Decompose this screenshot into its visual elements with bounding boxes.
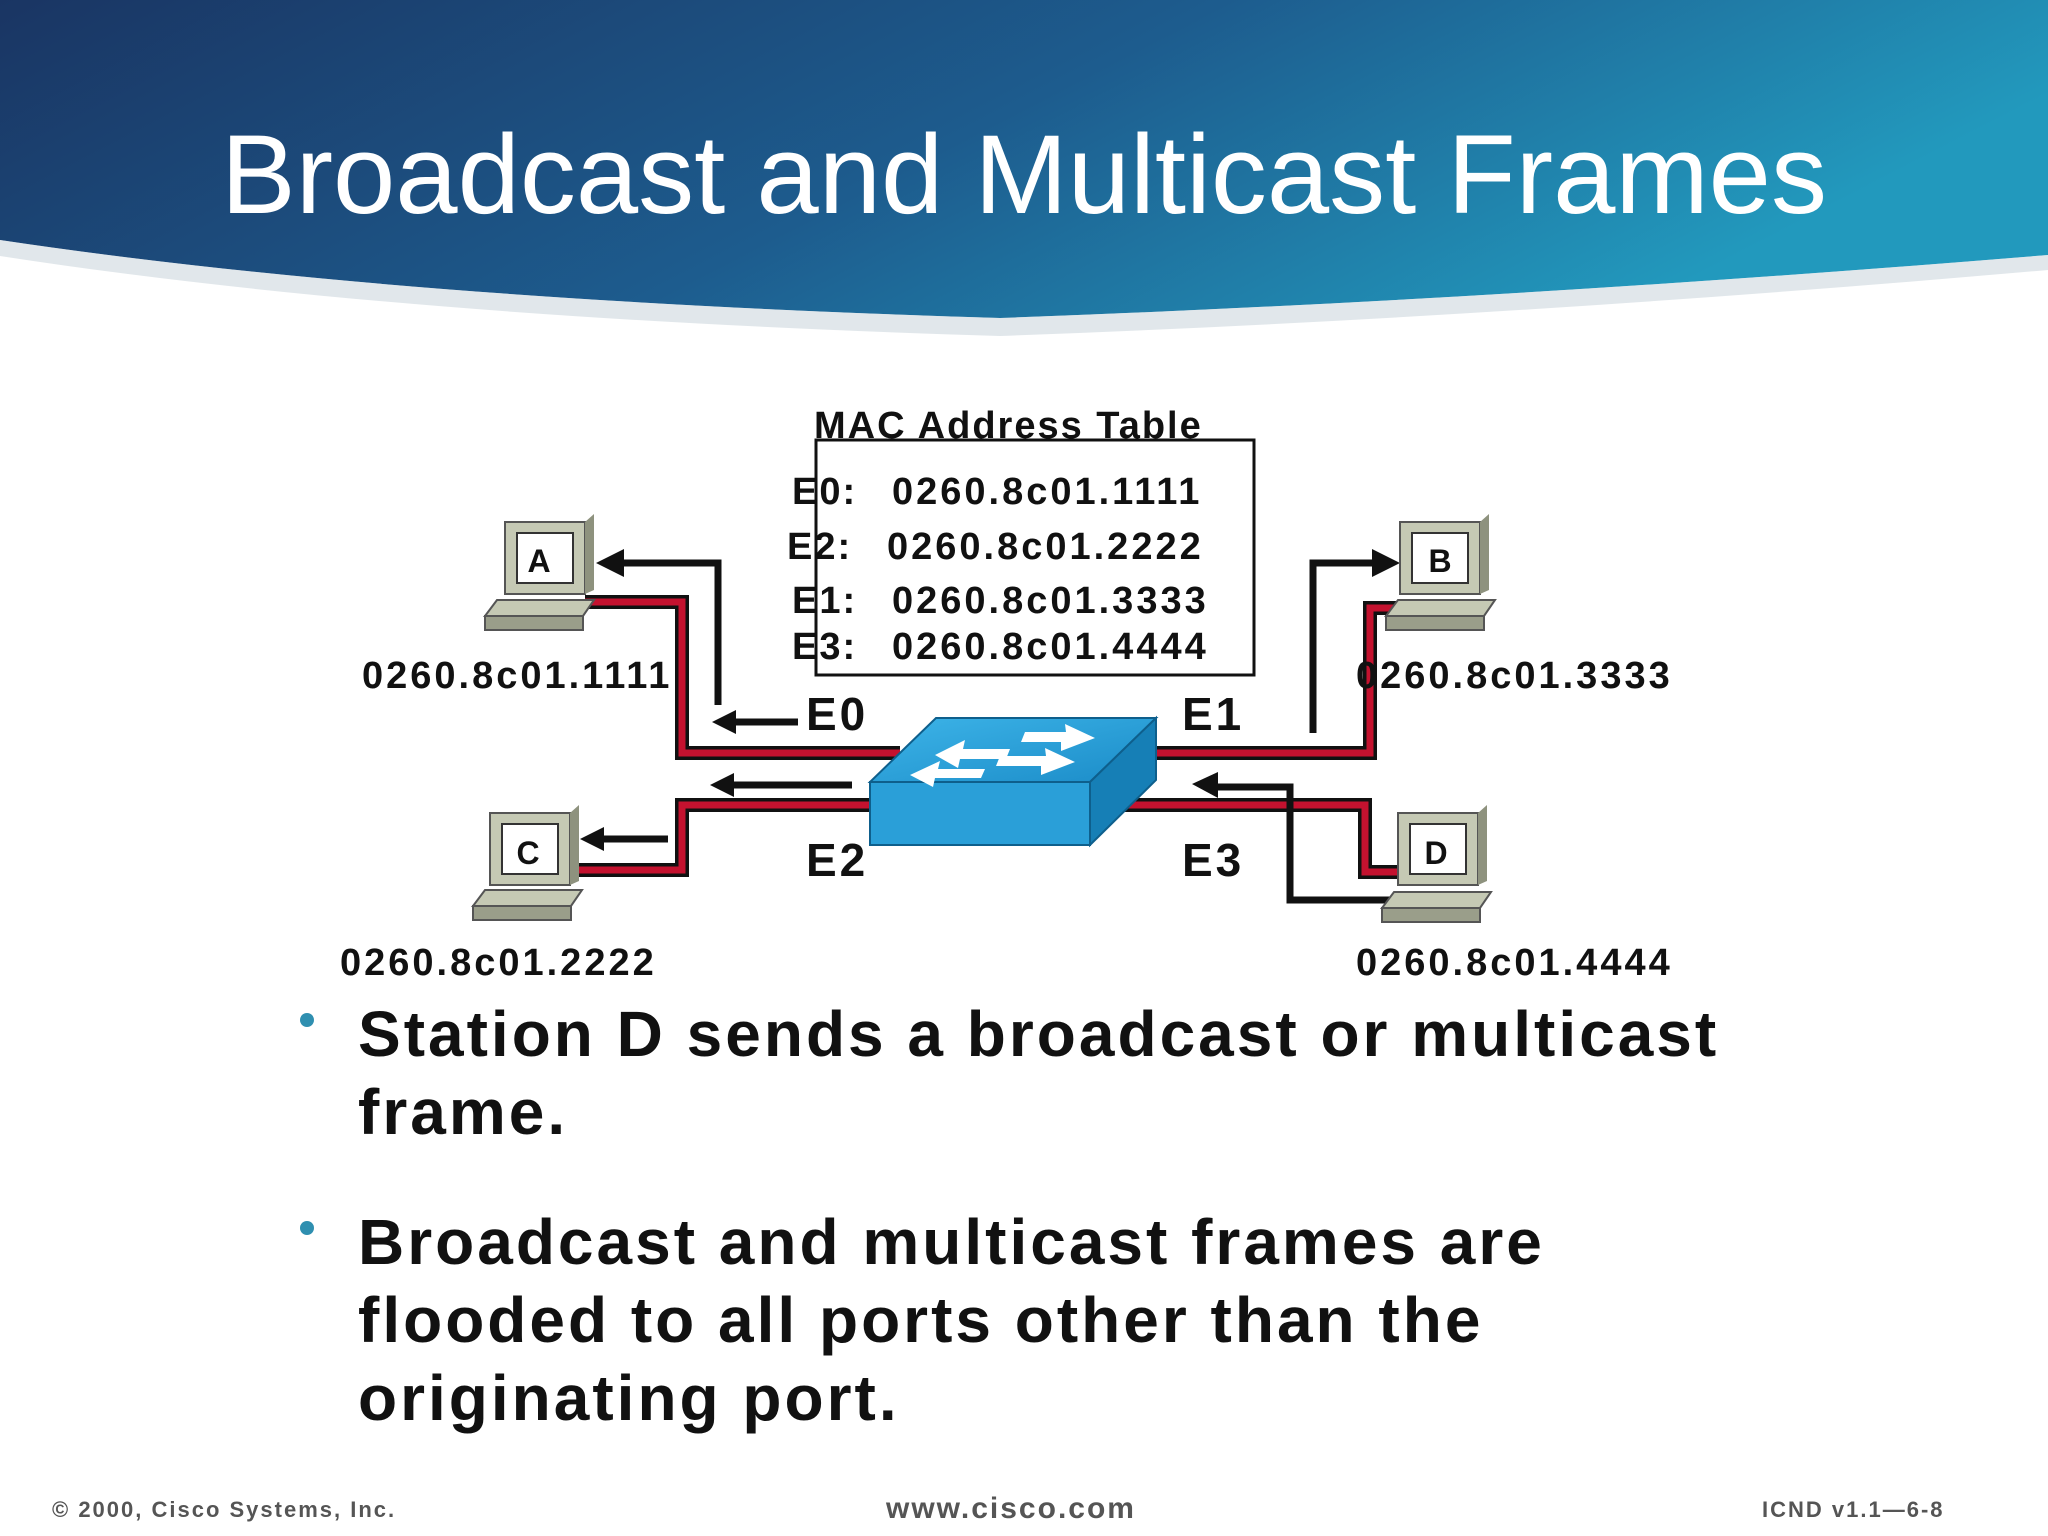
arrow-to-b bbox=[1309, 559, 1380, 733]
banner-edge-shadow bbox=[0, 240, 2048, 336]
title-banner bbox=[0, 0, 2048, 318]
footer-website: www.cisco.com bbox=[886, 1492, 1136, 1525]
bullet-line: Broadcast and multicast frames are bbox=[358, 1206, 1545, 1278]
station-c: C bbox=[471, 805, 584, 921]
mac-row-e2-port: E2: bbox=[787, 526, 852, 568]
arrow-to-a bbox=[615, 559, 722, 705]
station-b-label: B bbox=[1428, 543, 1451, 579]
station-c-mac: 0260.8c01.2222 bbox=[340, 942, 657, 984]
bullet-line: Station D sends a broadcast or multicast bbox=[358, 998, 1720, 1070]
station-a-label: A bbox=[527, 543, 550, 579]
bullet-line: flooded to all ports other than the bbox=[358, 1284, 1484, 1356]
mac-row-e3-mac: 0260.8c01.4444 bbox=[892, 626, 1209, 668]
mac-table-box bbox=[814, 438, 1256, 677]
cables bbox=[575, 595, 1410, 879]
station-d: D bbox=[1380, 805, 1493, 923]
mac-row-e2-mac: 0260.8c01.2222 bbox=[887, 526, 1204, 568]
switch-icon bbox=[867, 715, 1159, 848]
flow-arrows bbox=[598, 559, 1398, 904]
station-a: A bbox=[483, 514, 596, 631]
mac-row-e0-mac: 0260.8c01.1111 bbox=[892, 471, 1202, 513]
bullet-line: frame. bbox=[358, 1076, 569, 1148]
station-b-mac: 0260.8c01.3333 bbox=[1356, 655, 1673, 697]
bullet-dot-icon bbox=[300, 1221, 314, 1235]
mac-row-e3-port: E3: bbox=[792, 626, 857, 668]
mac-table-heading: MAC Address Table bbox=[814, 405, 1203, 447]
port-label-e2: E2 bbox=[806, 834, 868, 886]
mac-row-e1-mac: 0260.8c01.3333 bbox=[892, 580, 1209, 622]
port-label-e1: E1 bbox=[1182, 688, 1244, 740]
station-d-mac: 0260.8c01.4444 bbox=[1356, 942, 1673, 984]
bullet-list: Station D sends a broadcast or multicast… bbox=[300, 995, 1920, 1489]
mac-row-e1-port: E1: bbox=[792, 580, 857, 622]
cable-d bbox=[1110, 798, 1400, 879]
bullet-dot-icon bbox=[300, 1013, 314, 1027]
arrow-from-d bbox=[1210, 783, 1398, 904]
port-label-e0: E0 bbox=[806, 688, 868, 740]
footer-copyright: © 2000, Cisco Systems, Inc. bbox=[52, 1497, 397, 1522]
slide-title: Broadcast and Multicast Frames bbox=[221, 112, 1827, 237]
station-d-label: D bbox=[1424, 835, 1447, 871]
port-label-e3: E3 bbox=[1182, 834, 1244, 886]
footer-course-id: ICND v1.1—6-8 bbox=[1762, 1497, 1945, 1522]
arrow-heads bbox=[580, 549, 1400, 851]
bullet-item: Station D sends a broadcast or multicast… bbox=[300, 995, 1920, 1151]
station-a-mac: 0260.8c01.1111 bbox=[362, 655, 672, 697]
station-c-label: C bbox=[516, 835, 539, 871]
bullet-item: Broadcast and multicast frames are flood… bbox=[300, 1203, 1920, 1437]
mac-row-e0-port: E0: bbox=[792, 471, 857, 513]
bullet-line: originating port. bbox=[358, 1362, 900, 1434]
station-b: B bbox=[1384, 514, 1497, 631]
